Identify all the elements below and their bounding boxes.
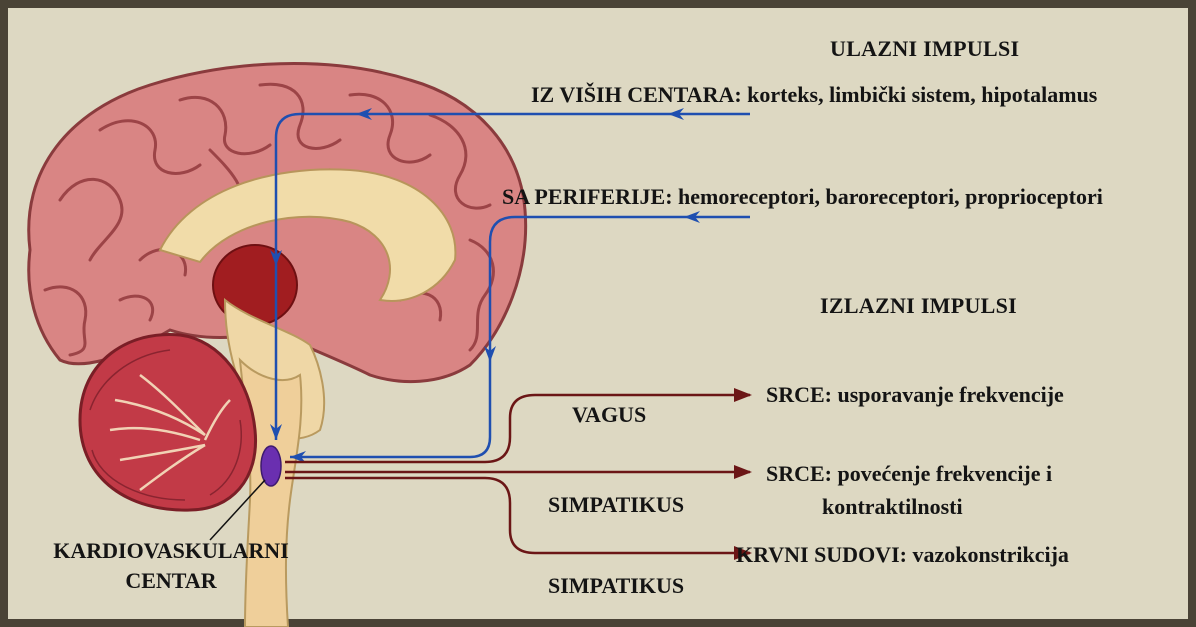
periphery-label: SA PERIFERIJE: hemoreceptori, barorecept… (502, 184, 1103, 210)
vagus-label: VAGUS (572, 402, 646, 428)
center-label-line-2: CENTAR (26, 566, 316, 596)
heart-slowing-label: SRCE: usporavanje frekvencije (766, 382, 1064, 408)
sympathetic-label-2: SIMPATIKUS (548, 573, 684, 599)
higher-centers-label: IZ VIŠIH CENTARA: korteks, limbički sist… (531, 82, 1097, 108)
sympathetic-label-1: SIMPATIKUS (548, 492, 684, 518)
vessels-label: KRVNI SUDOVI: vazokonstrikcija (736, 542, 1069, 568)
vagus-line (285, 395, 750, 462)
input-heading: ULAZNI IMPULSI (830, 36, 1019, 62)
heart-contractility-label: kontraktilnosti (822, 494, 963, 520)
cardiovascular-center-label: KARDIOVASKULARNI CENTAR (26, 536, 316, 596)
output-heading: IZLAZNI IMPULSI (820, 293, 1017, 319)
center-label-line-1: KARDIOVASKULARNI (26, 536, 316, 566)
output-paths (285, 395, 750, 553)
cerebellum (80, 334, 256, 510)
heart-acceleration-label: SRCE: povećenje frekvencije i (766, 461, 1052, 487)
